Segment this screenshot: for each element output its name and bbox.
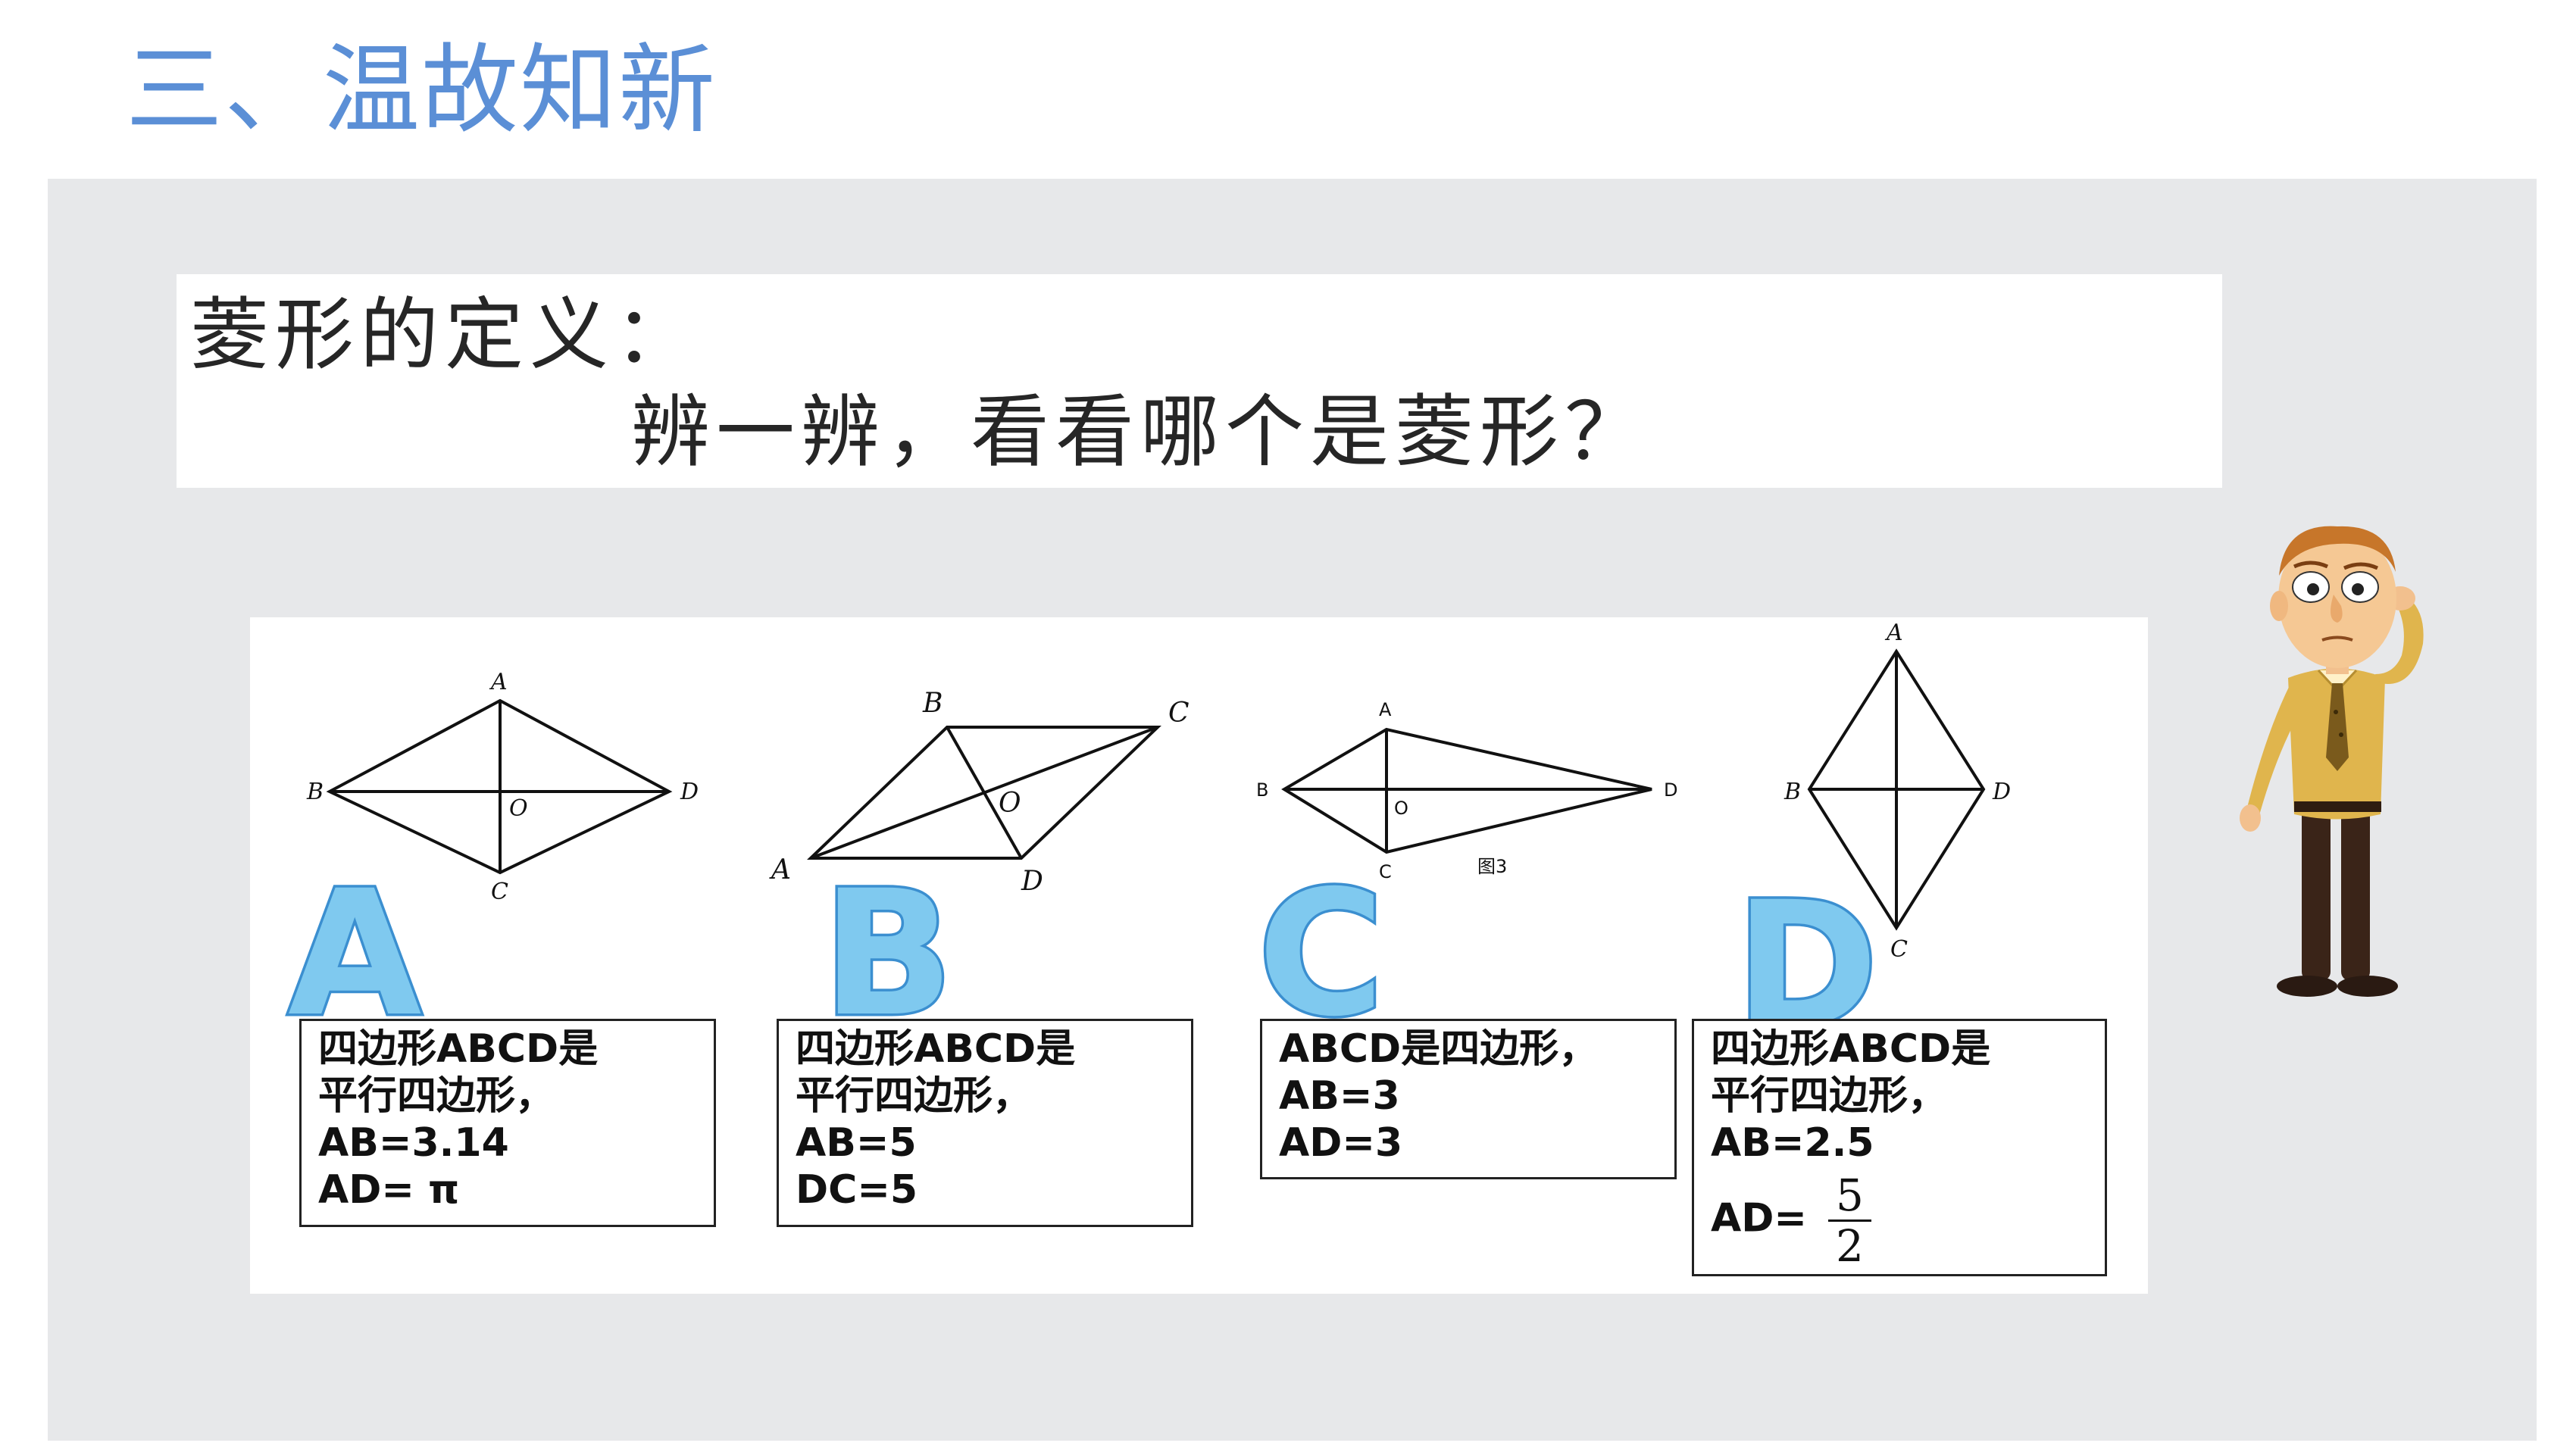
fig-b-label-c: C [1168,698,1190,729]
figure-c-shape [1281,727,1652,854]
fig-a-label-a: A [489,669,508,695]
condition-line: 平行四边形， [796,1073,1033,1119]
option-letter-c[interactable]: C [1255,853,1386,1054]
figure-a-shape [326,698,673,875]
fig-d-label-d: D [1992,779,2011,805]
fig-c-label-a: A [1379,699,1392,720]
condition-line: 四边形ABCD是 [796,1026,1076,1072]
question-prompt: 辨一辨，看看哪个是菱形？ [631,386,1650,478]
fig-c-label-b: B [1256,779,1268,801]
fig-c-label-o: O [1394,798,1408,819]
condition-line: AD=3 [1279,1120,1403,1166]
fig-a-label-c: C [491,879,508,905]
option-letter-a[interactable]: A [285,853,424,1054]
thinking-man-illustration [2240,526,2424,997]
fig-d-label-a: A [1884,620,1903,646]
fraction-prefix: AD= [1711,1195,1807,1241]
condition-line: 平行四边形， [1711,1073,1948,1119]
condition-line: ABCD是四边形， [1279,1026,1599,1072]
figure-d-shape [1807,648,1986,931]
fig-c-caption: 图3 [1477,856,1507,877]
fig-b-label-a: A [769,854,791,885]
conditions-box-a: 四边形ABCD是 平行四边形， AB=3.14 AD= π [299,1019,716,1227]
definition-heading: 菱形的定义： [190,289,700,381]
fig-a-label-b: B [306,779,324,805]
conditions-box-b: 四边形ABCD是 平行四边形， AB=5 DC=5 [777,1019,1193,1227]
fig-a-label-o: O [509,795,528,822]
fig-d-label-b: B [1784,779,1801,805]
condition-line: AD= π [318,1167,460,1213]
fig-a-label-d: D [680,779,699,805]
figure-b-shape [807,726,1161,860]
condition-line: AB=3.14 [318,1120,509,1166]
fraction-denominator: 2 [1835,1220,1864,1272]
condition-line: AB=3 [1279,1073,1400,1119]
slide-title: 三、温故知新 [126,34,717,147]
fig-b-label-d: D [1021,866,1043,897]
fig-c-label-d: D [1664,779,1677,801]
condition-line: 四边形ABCD是 [1711,1026,1991,1072]
fig-c-label-c: C [1379,861,1392,882]
quadrilateral-figures: A B C D O A B C D O A B C D O 图3 A B C [306,620,2011,963]
condition-line: 平行四边形， [318,1073,555,1119]
fig-d-label-c: C [1890,936,1908,963]
conditions-box-c: ABCD是四边形， AB=3 AD=3 [1260,1019,1677,1179]
figure-card: A B C D O A B C D O A B C D O 图3 A B C [250,617,2148,1294]
question-box: 菱形的定义： 辨一辨，看看哪个是菱形？ [177,274,2222,488]
fig-b-label-b: B [922,688,943,719]
condition-line: AB=2.5 [1711,1120,1874,1166]
condition-line: DC=5 [796,1167,918,1213]
condition-line: AB=5 [796,1120,917,1166]
option-letter-b[interactable]: B [820,853,957,1054]
fraction-numerator: 5 [1827,1171,1871,1222]
fig-b-label-o: O [999,788,1021,819]
condition-line: 四边形ABCD是 [318,1026,599,1072]
